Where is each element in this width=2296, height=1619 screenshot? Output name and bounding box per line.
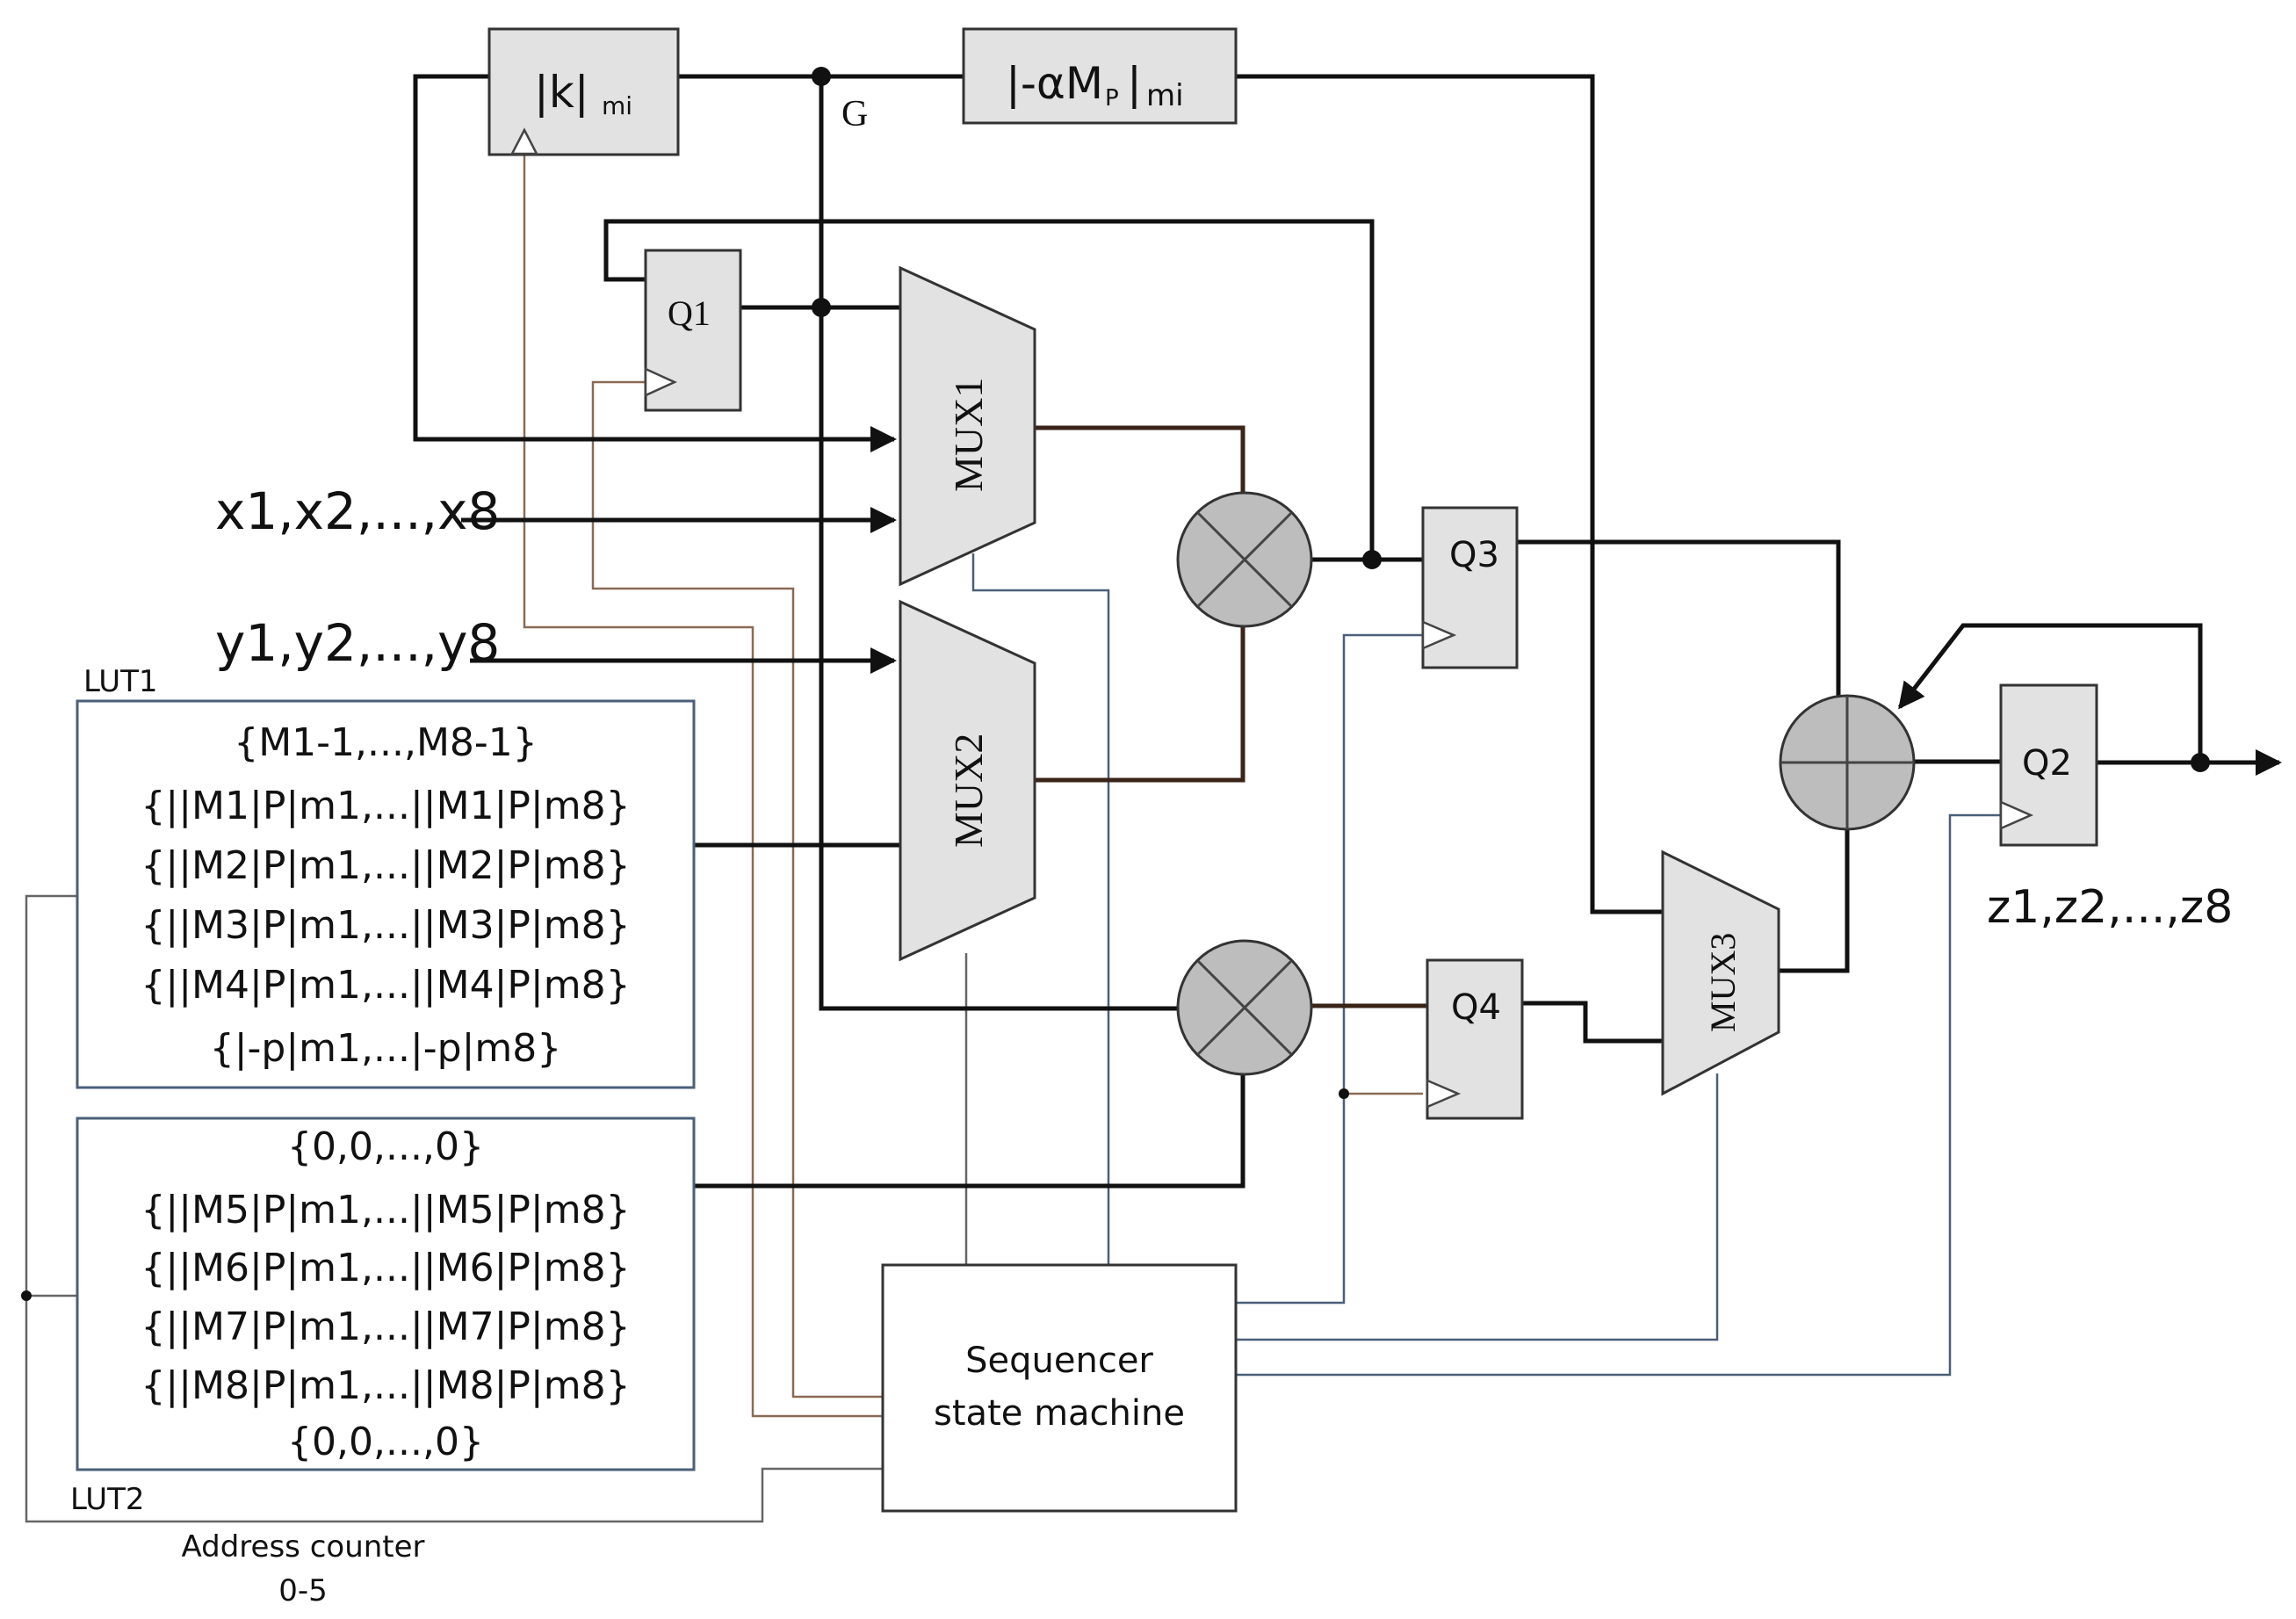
k-block-subscript: mi [602,91,632,120]
sequencer-label-1: Sequencer [965,1341,1153,1381]
sequencer-label-2: state machine [934,1393,1185,1434]
k-mod-block: |k| mi [487,27,680,156]
output-z-label: z1,z2,...,z8 [1987,881,2233,934]
register-q2: Q2 [1999,683,2098,847]
lut1-row: {||M4|P|m1,...||M4|P|m8} [141,963,630,1008]
q2-label: Q2 [2022,743,2072,784]
mux3-label: MUX3 [1703,933,1743,1032]
mux2: MUX2 [899,599,1036,962]
lut1-row: {|-p|m1,...|-p|m8} [210,1026,562,1071]
q3-label: Q3 [1449,535,1499,575]
lut2-row: {||M6|P|m1,...||M6|P|m8} [141,1246,630,1290]
q1-label: Q1 [668,293,711,333]
alpha-block-subscript-p: P [1105,85,1119,112]
alpha-mp-block: |-αM P | mi [962,27,1238,125]
register-q3: Q3 [1421,506,1519,669]
lut1-label: LUT1 [83,664,158,699]
lut1-row: {||M2|P|m1,...||M2|P|m8} [141,843,630,888]
multiplier-1 [1176,491,1313,628]
register-q1: Q1 [644,249,742,412]
lut1-row: {||M1|P|m1,...||M1|P|m8} [141,784,630,828]
alpha-block-label: |-αM [1006,58,1103,109]
address-counter-range: 0-5 [278,1573,328,1608]
lut2-row: {||M8|P|m1,...||M8|P|m8} [141,1363,630,1408]
node-g-label: G [841,94,868,134]
mux1: MUX1 [899,265,1036,587]
k-block-label: |k| [534,67,589,118]
input-x-label: x1,x2,...,x8 [215,481,500,541]
alpha-block-subscript: mi [1146,78,1184,113]
control-lines [25,147,2001,1523]
mux3: MUX3 [1661,849,1780,1096]
alpha-block-close: | [1127,58,1142,109]
lut2-label: LUT2 [70,1482,145,1517]
q4-label: Q4 [1451,987,1501,1028]
address-counter-label: Address counter [181,1529,424,1565]
lut2: {0,0,...,0} {||M5|P|m1,...||M5|P|m8} {||… [70,1117,696,1517]
lut1-row: {M1-1,...,M8-1} [234,720,538,765]
input-y-label: y1,y2,...,y8 [215,613,500,673]
sequencer-state-machine: Sequencer state machine [881,1263,1238,1513]
lut1-row: {||M3|P|m1,...||M3|P|m8} [141,903,630,948]
mux2-label: MUX2 [946,734,991,848]
register-q4: Q4 [1426,958,1524,1120]
lut2-row: {0,0,...,0} [287,1420,484,1464]
junction-dots [21,67,2210,1301]
multiplier-2 [1176,939,1313,1076]
lut2-row: {||M7|P|m1,...||M7|P|m8} [141,1305,630,1349]
lut1: LUT1 {M1-1,...,M8-1} {||M1|P|m1,...||M1|… [76,664,696,1089]
lut2-row: {0,0,...,0} [287,1124,484,1169]
mux1-label: MUX1 [946,378,991,492]
adder [1779,694,1916,831]
lut2-row: {||M5|P|m1,...||M5|P|m8} [141,1188,630,1232]
